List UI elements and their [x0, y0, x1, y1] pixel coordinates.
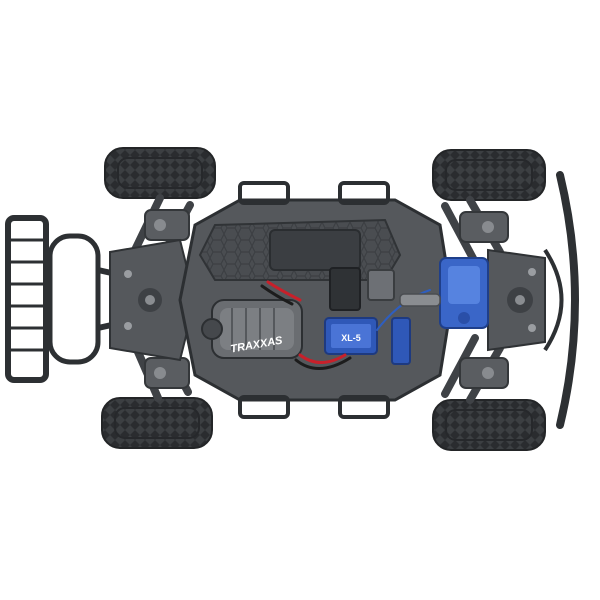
wheel-front-right — [432, 149, 546, 201]
rear-bumper — [543, 171, 579, 429]
rear-shock-towers — [459, 211, 509, 389]
wheel-front-left — [104, 147, 216, 199]
wheel-rear-left — [101, 397, 213, 449]
front-bumper — [5, 215, 126, 383]
rear-bulkhead — [487, 248, 546, 352]
esc-label: XL-5 — [341, 333, 361, 343]
drive-shaft — [399, 293, 441, 307]
esc: XL-5 — [324, 317, 411, 365]
receiver-box — [329, 267, 395, 311]
wheel-rear-right — [432, 399, 546, 451]
motor: TRAXXAS — [201, 299, 303, 359]
steering-servo — [439, 257, 489, 329]
